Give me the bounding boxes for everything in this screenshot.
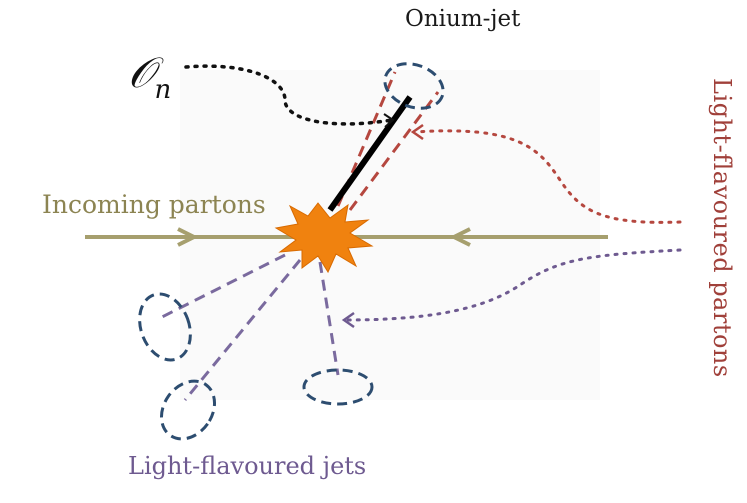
beam-arrow-left bbox=[449, 227, 471, 247]
jet-ellipses bbox=[138, 62, 445, 441]
light-flavoured-jets-label: Light-flavoured jets bbox=[128, 452, 367, 480]
partons-red-arrow-head bbox=[410, 123, 424, 141]
observable-symbol: 𝒪 bbox=[128, 48, 155, 97]
light-flavoured-partons-label: Light-flavoured partons bbox=[708, 78, 736, 378]
onium-parton-line-2 bbox=[348, 91, 440, 211]
observable-arrow-head bbox=[383, 113, 395, 128]
onium-line bbox=[327, 95, 413, 212]
observable-dotted-path bbox=[184, 64, 394, 126]
light-jet-line-2 bbox=[183, 259, 302, 401]
light-jet-ellipse-3 bbox=[302, 368, 374, 406]
light-jet-ellipse-1 bbox=[138, 292, 192, 362]
observable-label: 𝒪n bbox=[128, 48, 172, 106]
partons-red-dotted-path bbox=[413, 129, 682, 224]
beam-arrow-right bbox=[177, 227, 199, 247]
onium-jet-ellipse bbox=[383, 62, 445, 110]
partons-purple-arrow-head bbox=[341, 311, 355, 329]
light-jet-ellipse-2 bbox=[159, 379, 217, 441]
interaction-vertex bbox=[274, 202, 374, 274]
onium-jet-label: Onium-jet bbox=[405, 6, 521, 32]
light-jet-line-3 bbox=[318, 261, 340, 376]
observable-subscript: n bbox=[154, 75, 172, 106]
incoming-partons-label: Incoming partons bbox=[42, 190, 266, 219]
